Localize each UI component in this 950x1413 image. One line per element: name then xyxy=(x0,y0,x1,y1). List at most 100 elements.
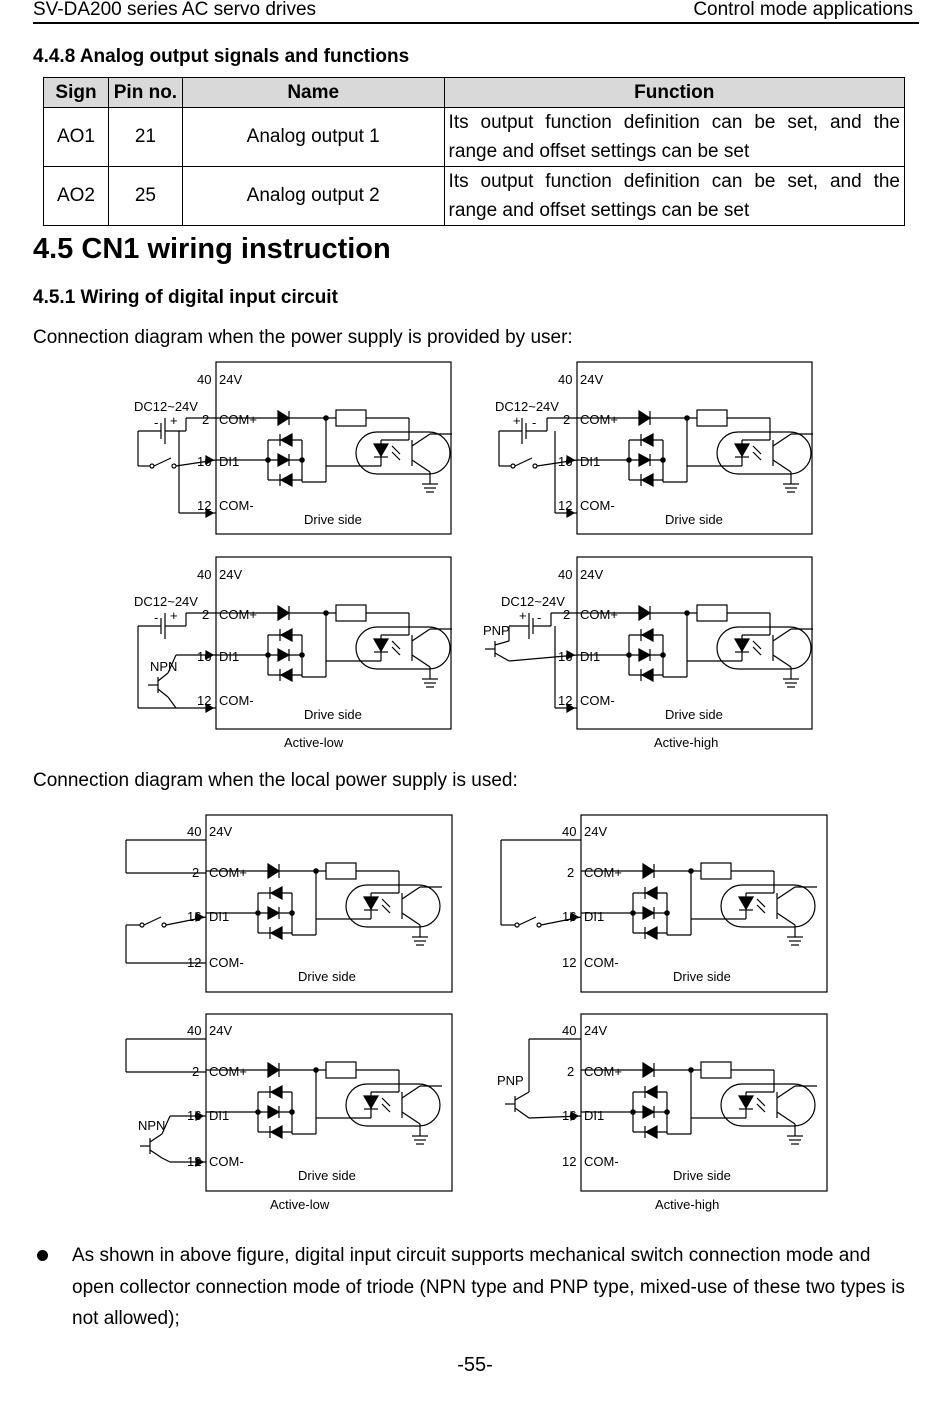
page-header: SV-DA200 series AC servo drives Control … xyxy=(33,0,919,24)
circuit-user-npn: 40 24V 2 COM+ 16 DI1 12 COM- Drive side … xyxy=(134,556,453,730)
section-title-4-5: 4.5 CN1 wiring instruction xyxy=(33,233,391,265)
bullet-dot-icon xyxy=(37,1250,48,1261)
signal-label: COM- xyxy=(219,498,254,513)
caption-active-low: Active-low xyxy=(270,1197,330,1212)
pin-label: 12 xyxy=(562,1154,576,1169)
dc-label: DC12~24V xyxy=(501,594,565,609)
pin-label: 2 xyxy=(567,1064,574,1079)
npn-label: NPN xyxy=(150,659,177,674)
paragraph-local-supply: Connection diagram when the local power … xyxy=(33,770,518,791)
pin-label: 12 xyxy=(562,955,576,970)
pin-label: 40 xyxy=(197,567,211,582)
minus-label: - xyxy=(537,610,541,625)
signal-label: 24V xyxy=(219,372,242,387)
section-title-4-5-1: 4.5.1 Wiring of digital input circuit xyxy=(33,287,338,308)
col-header-function: Function xyxy=(443,77,906,108)
dc-label: DC12~24V xyxy=(495,399,559,414)
drive-side-label: Drive side xyxy=(665,512,723,527)
signal-label: 24V xyxy=(584,1023,607,1038)
circuit-local-switch-left: 40 24V 2 COM+ 16 DI1 12 COM- Drive side xyxy=(125,814,453,993)
page-number: -55- xyxy=(457,1354,493,1376)
drive-side-label: Drive side xyxy=(298,1168,356,1183)
table-row: AO2 25 Analog output 2 Its output functi… xyxy=(43,166,906,226)
signal-label: COM- xyxy=(580,498,615,513)
dc-label: DC12~24V xyxy=(134,594,198,609)
caption-active-high: Active-high xyxy=(654,735,718,750)
pin-label: 40 xyxy=(187,824,201,839)
pin-label: 2 xyxy=(563,607,570,622)
header-title: SV-DA200 series AC servo drives xyxy=(33,0,317,20)
pin-label: 2 xyxy=(567,865,574,880)
npn-label: NPN xyxy=(138,1118,165,1133)
signal-label: COM+ xyxy=(584,1064,622,1079)
col-header-name: Name xyxy=(181,77,445,108)
signal-label: COM+ xyxy=(209,1064,247,1079)
header-chapter: Control mode applications xyxy=(693,0,913,20)
plus-label: + xyxy=(170,413,178,428)
circuit-local-switch-right: 40 24V 2 COM+ 16 DI1 12 COM- Drive side xyxy=(500,814,828,993)
signal-label: COM+ xyxy=(219,607,257,622)
pin-label: 40 xyxy=(562,1023,576,1038)
signal-label: COM+ xyxy=(580,412,618,427)
signal-label: COM+ xyxy=(209,865,247,880)
circuit-user-switch-right: 40 24V 2 COM+ 16 DI1 12 COM- Drive side … xyxy=(495,361,814,535)
pin-label: 12 xyxy=(197,693,211,708)
signal-label: DI1 xyxy=(584,909,604,924)
signal-label: COM- xyxy=(580,693,615,708)
signal-label: DI1 xyxy=(219,649,239,664)
pin-label: 40 xyxy=(558,372,572,387)
drive-side-label: Drive side xyxy=(304,707,362,722)
signal-label: 24V xyxy=(209,824,232,839)
caption-active-low: Active-low xyxy=(284,735,344,750)
pin-label: 2 xyxy=(202,412,209,427)
signal-label: DI1 xyxy=(580,649,600,664)
signal-label: COM- xyxy=(584,1154,619,1169)
pin-label: 12 xyxy=(197,498,211,513)
pnp-label: PNP xyxy=(483,623,510,638)
signal-label: DI1 xyxy=(584,1108,604,1123)
section-title-4-4-8: 4.4.8 Analog output signals and function… xyxy=(33,46,410,67)
plus-label: + xyxy=(519,608,527,623)
caption-active-high: Active-high xyxy=(655,1197,719,1212)
table-header-row: Sign Pin no. Name Function xyxy=(43,77,906,108)
pin-label: 40 xyxy=(197,372,211,387)
drive-side-label: Drive side xyxy=(298,969,356,984)
cell-name: Analog output 2 xyxy=(181,166,445,226)
signal-label: DI1 xyxy=(209,1108,229,1123)
col-header-pin: Pin no. xyxy=(107,77,183,108)
signal-label: 24V xyxy=(580,567,603,582)
cell-pin: 21 xyxy=(107,107,183,167)
wiring-diagrams: 40 24V 2 COM+ 16 DI1 12 COM- Drive side … xyxy=(125,361,828,1212)
cell-function: Its output function definition can be se… xyxy=(443,166,906,226)
analog-output-table: Sign Pin no. Name Function AO1 21 Analog… xyxy=(43,77,906,226)
signal-label: DI1 xyxy=(209,909,229,924)
minus-label: - xyxy=(154,610,158,625)
paragraph-user-supply: Connection diagram when the power supply… xyxy=(33,327,573,348)
signal-label: 24V xyxy=(584,824,607,839)
signal-label: 24V xyxy=(580,372,603,387)
circuit-user-pnp: 40 24V 2 COM+ 16 DI1 12 COM- Drive side … xyxy=(483,556,814,730)
signal-label: COM- xyxy=(584,955,619,970)
pin-label: 40 xyxy=(187,1023,201,1038)
plus-label: + xyxy=(513,413,521,428)
drive-side-label: Drive side xyxy=(665,707,723,722)
drive-side-label: Drive side xyxy=(673,969,731,984)
pin-label: 40 xyxy=(558,567,572,582)
circuit-user-switch-left: 40 24V 2 COM+ 16 DI1 12 COM- Drive side … xyxy=(134,361,453,535)
plus-label: + xyxy=(170,608,178,623)
circuit-local-npn: 40 24V 2 COM+ 16 DI1 12 COM- Drive side … xyxy=(125,1013,453,1192)
circuit-local-pnp: 40 24V 2 COM+ 16 DI1 12 COM- Drive side … xyxy=(497,1013,828,1192)
pnp-label: PNP xyxy=(497,1073,524,1088)
signal-label: DI1 xyxy=(219,454,239,469)
signal-label: DI1 xyxy=(580,454,600,469)
bullet-text: As shown in above figure, digital input … xyxy=(72,1245,905,1329)
pin-label: 40 xyxy=(562,824,576,839)
minus-label: - xyxy=(532,415,536,430)
signal-label: COM+ xyxy=(219,412,257,427)
pin-label: 12 xyxy=(558,693,572,708)
signal-label: COM- xyxy=(209,1154,244,1169)
signal-label: 24V xyxy=(209,1023,232,1038)
signal-label: COM- xyxy=(209,955,244,970)
cell-pin: 25 xyxy=(107,166,183,226)
drive-side-label: Drive side xyxy=(673,1168,731,1183)
